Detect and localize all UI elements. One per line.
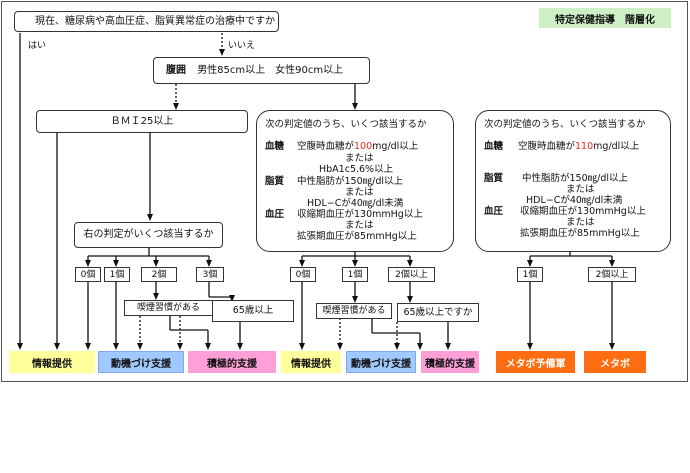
mid-lipid-label: 脂質 — [265, 176, 285, 187]
waist-criteria: 男性85cm以上 女性90cm以上 — [197, 65, 344, 76]
right-sugar-label: 血糖 — [484, 141, 504, 152]
mid-panel: 次の判定値のうち、いくつ該当するか 血糖 空腹時血糖が100mg/dl以上 また… — [256, 110, 454, 252]
mid-lipid-2: HDL−Cが40㎎/dl未満 — [307, 198, 404, 209]
right-bp-2: 拡張期血圧が85mmHg以上 — [520, 228, 640, 239]
age-65-question-box: 65歳以上ですか — [397, 303, 479, 322]
mid-bp-label: 血圧 — [265, 209, 285, 220]
right-bp-1: 収縮期血圧が130mmHg以上 — [520, 206, 646, 217]
bmi-box: ＢＭＩ25以上 — [36, 110, 248, 133]
mid-hba1c: HbA1c5.6%以上 — [319, 164, 394, 175]
result-motivation-2: 動機づけ支援 — [346, 351, 416, 373]
smoking-box-2: 喫煙習慣がある — [316, 303, 392, 319]
mid-or-3: または — [345, 220, 374, 231]
right-sugar-pre: 空腹時血糖が — [518, 141, 576, 152]
left-count-1: 1個 — [104, 267, 130, 282]
count-question-text: 右の判定がいくつ該当するか — [83, 229, 214, 240]
waist-term: 腹囲 — [166, 65, 186, 76]
right-or-1: または — [566, 184, 595, 195]
result-info-1: 情報提供 — [9, 351, 95, 373]
left-count-2: 2個 — [141, 267, 177, 282]
right-lipid-2: HDL−Cが40㎎/dl未満 — [526, 195, 623, 206]
top-question-box: 現在、糖尿病や高血圧症、脂質異常症の治療中ですか — [14, 11, 279, 32]
age-65-box: 65歳以上 — [212, 300, 294, 322]
yes-label: はい — [28, 41, 47, 51]
bmi-text: ＢＭＩ25以上 — [110, 115, 174, 127]
mid-sugar-label: 血糖 — [265, 141, 285, 152]
diagram-frame — [1, 1, 688, 382]
mid-count-1: 1個 — [342, 267, 368, 282]
result-info-2: 情報提供 — [281, 351, 341, 373]
no-label: いいえ — [228, 41, 256, 51]
mid-count-2: 2個以上 — [388, 267, 435, 282]
right-sugar-post: mg/dl以上 — [593, 141, 640, 152]
right-bp-label: 血圧 — [484, 206, 504, 217]
right-panel-header: 次の判定値のうち、いくつ該当するか — [484, 119, 646, 130]
right-panel: 次の判定値のうち、いくつ該当するか 血糖 空腹時血糖が110mg/dl以上 脂質… — [475, 110, 671, 252]
mid-bp-2: 拡張期血圧が85mmHg以上 — [297, 231, 417, 242]
count-question-box: 右の判定がいくつ該当するか — [74, 222, 223, 248]
smoking-box: 喫煙習慣がある — [124, 300, 213, 316]
diagram-title: 特定保健指導 階層化 — [539, 8, 671, 28]
mid-sugar-line: 空腹時血糖が100mg/dl以上 — [297, 141, 418, 152]
mid-count-0: 0個 — [290, 267, 316, 282]
right-sugar-line: 空腹時血糖が110mg/dl以上 — [518, 141, 639, 152]
mid-or-1: または — [345, 153, 374, 164]
right-or-2: または — [566, 217, 595, 228]
left-count-3: 3個 — [196, 267, 224, 282]
mid-sugar-pre: 空腹時血糖が — [297, 141, 355, 152]
mid-lipid-1: 中性脂肪が150㎎/dl以上 — [297, 176, 404, 187]
right-sugar-value: 110 — [575, 141, 594, 152]
mid-bp-1: 収縮期血圧が130mmHg以上 — [297, 209, 423, 220]
mid-panel-header: 次の判定値のうち、いくつ該当するか — [265, 119, 427, 130]
right-count-1: 1個 — [517, 267, 543, 282]
mid-or-2: または — [345, 187, 374, 198]
result-metabo: メタボ — [584, 351, 646, 373]
left-count-0: 0個 — [75, 267, 101, 282]
result-active-2: 積極的支援 — [421, 351, 479, 373]
result-motivation-1: 動機づけ支援 — [98, 351, 184, 373]
top-question-text: 現在、糖尿病や高血圧症、脂質異常症の治療中ですか — [35, 16, 275, 27]
mid-sugar-post: mg/dl以上 — [372, 141, 419, 152]
result-active-1: 積極的支援 — [188, 351, 276, 373]
right-lipid-label: 脂質 — [484, 173, 504, 184]
right-count-2: 2個以上 — [588, 267, 636, 282]
result-metabo-reserve: メタボ予備軍 — [496, 351, 575, 373]
mid-sugar-value: 100 — [354, 141, 373, 152]
right-lipid-1: 中性脂肪が150㎎/dl以上 — [522, 173, 629, 184]
waist-box: 腹囲 男性85cm以上 女性90cm以上 — [153, 57, 370, 84]
